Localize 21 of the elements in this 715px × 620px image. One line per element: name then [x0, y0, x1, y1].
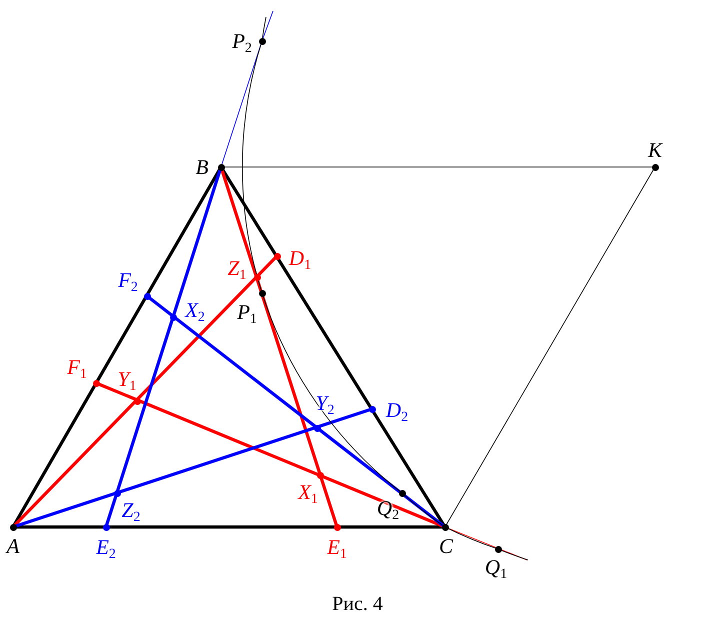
point-label: Z$_{1}$	[228, 257, 246, 279]
point-label: F$_{2}$	[118, 269, 138, 291]
point-label: X$_{1}$	[298, 481, 318, 503]
point-label: Y$_{2}$	[316, 392, 334, 414]
point-label: P$_{1}$	[237, 301, 257, 323]
point-label: D$_{2}$	[386, 399, 408, 421]
point-label: C	[438, 535, 453, 557]
point-label: D$_{1}$	[288, 247, 312, 269]
point-label: X$_{2}$	[185, 299, 205, 321]
point-label: Z$_{2}$	[122, 499, 140, 521]
point-label: Q$_{2}$	[376, 497, 400, 519]
point-label: E$_{2}$	[96, 536, 116, 558]
point-label: B	[196, 156, 208, 178]
point-label: P$_{2}$	[232, 30, 252, 52]
point-label: Y$_{1}$	[118, 368, 136, 390]
point-label: F$_{1}$	[67, 356, 87, 378]
figure-caption: Рис. 4	[332, 593, 383, 616]
point-label: Q$_{1}$	[484, 556, 508, 578]
point-label: E$_{1}$	[327, 536, 347, 558]
point-label: A	[6, 535, 20, 557]
point-label: K	[648, 139, 662, 161]
